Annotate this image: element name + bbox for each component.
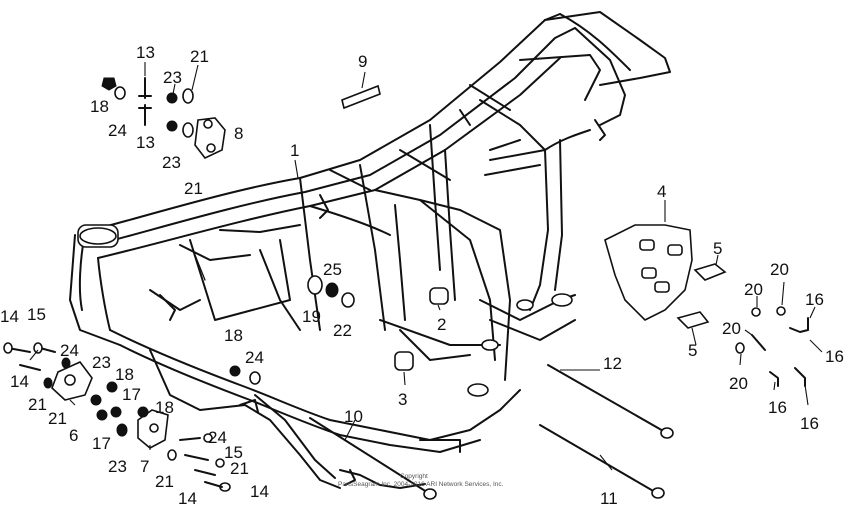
- callout-label: 23: [108, 457, 127, 476]
- copyright-line: PartsSeagram Inc. 2004-2016 ARI Network …: [338, 481, 504, 488]
- callout-label: 16: [805, 290, 824, 309]
- callout-label: 19: [302, 307, 321, 326]
- leader-lines: [29, 62, 823, 471]
- callout-labels: 13 21 23 18 24 13 23 8 21 9 1 4 5 20 20 …: [0, 43, 844, 508]
- callout-label: 21: [184, 179, 203, 198]
- callout-label: 18: [224, 326, 243, 345]
- callout-label: 21: [28, 395, 47, 414]
- callout-label: 17: [122, 385, 141, 404]
- callout-label: 14: [250, 482, 269, 501]
- callout-label: 22: [333, 321, 352, 340]
- callout-label: 18: [115, 365, 134, 384]
- callout-label: 21: [230, 459, 249, 478]
- callout-label: 25: [323, 260, 342, 279]
- washer-part-22: [341, 292, 355, 308]
- callout-label: 15: [27, 305, 46, 324]
- copyright-notice: Copyright PartsSeagram Inc. 2004-2016 AR…: [338, 473, 504, 488]
- callout-label: 21: [155, 472, 174, 491]
- callout-label: 13: [136, 43, 155, 62]
- callout-label: 5: [688, 341, 697, 360]
- callout-label: 18: [90, 97, 109, 116]
- fasteners-top-left: [101, 77, 194, 138]
- callout-label: 21: [190, 47, 209, 66]
- clip-part-5-upper: [693, 263, 727, 281]
- callout-label: 13: [136, 133, 155, 152]
- long-bolts: [309, 364, 674, 500]
- callout-label: 15: [224, 443, 243, 462]
- fasteners-lower-left: [3, 342, 231, 492]
- callout-label: 18: [155, 398, 174, 417]
- callout-label: 14: [0, 307, 19, 326]
- callout-label: 12: [603, 354, 622, 373]
- callout-label: 20: [729, 374, 748, 393]
- callout-label: 23: [162, 153, 181, 172]
- callout-label: 24: [245, 348, 264, 367]
- callout-label: 10: [344, 407, 363, 426]
- callout-label: 7: [140, 457, 149, 476]
- motorcycle-frame: [69, 11, 671, 489]
- callout-label: 16: [768, 398, 787, 417]
- collar-part-3: [394, 351, 414, 371]
- pad-part-9: [341, 84, 381, 110]
- callout-label: 1: [290, 141, 299, 160]
- callout-label: 24: [60, 341, 79, 360]
- callout-label: 20: [722, 319, 741, 338]
- bushing-part-19: [307, 275, 323, 295]
- callout-label: 21: [48, 409, 67, 428]
- callout-label: 23: [92, 353, 111, 372]
- callout-label: 11: [600, 489, 618, 508]
- callout-label: 20: [770, 260, 789, 279]
- callout-label: 5: [713, 239, 722, 258]
- callout-label: 3: [398, 390, 407, 409]
- copyright-line: Copyright: [400, 473, 428, 480]
- callout-label: 2: [437, 315, 446, 334]
- clip-part-5-lower: [676, 311, 710, 329]
- callout-label: 17: [92, 434, 111, 453]
- callout-label: 20: [744, 280, 763, 299]
- callout-label: 14: [178, 489, 197, 508]
- callout-label: 24: [208, 428, 227, 447]
- callout-label: 16: [825, 347, 844, 366]
- callout-label: 8: [234, 124, 243, 143]
- fasteners-right: [735, 306, 809, 387]
- callout-label: 14: [10, 372, 29, 391]
- callout-label: 24: [108, 121, 127, 140]
- collar-part-2: [429, 287, 449, 305]
- grommet-part-25: [325, 282, 339, 298]
- bracket-part-8: [194, 117, 226, 159]
- callout-label: 6: [69, 426, 78, 445]
- callout-label: 16: [800, 414, 819, 433]
- callout-label: 23: [163, 68, 182, 87]
- callout-label: 9: [358, 52, 367, 71]
- callout-label: 4: [657, 182, 666, 201]
